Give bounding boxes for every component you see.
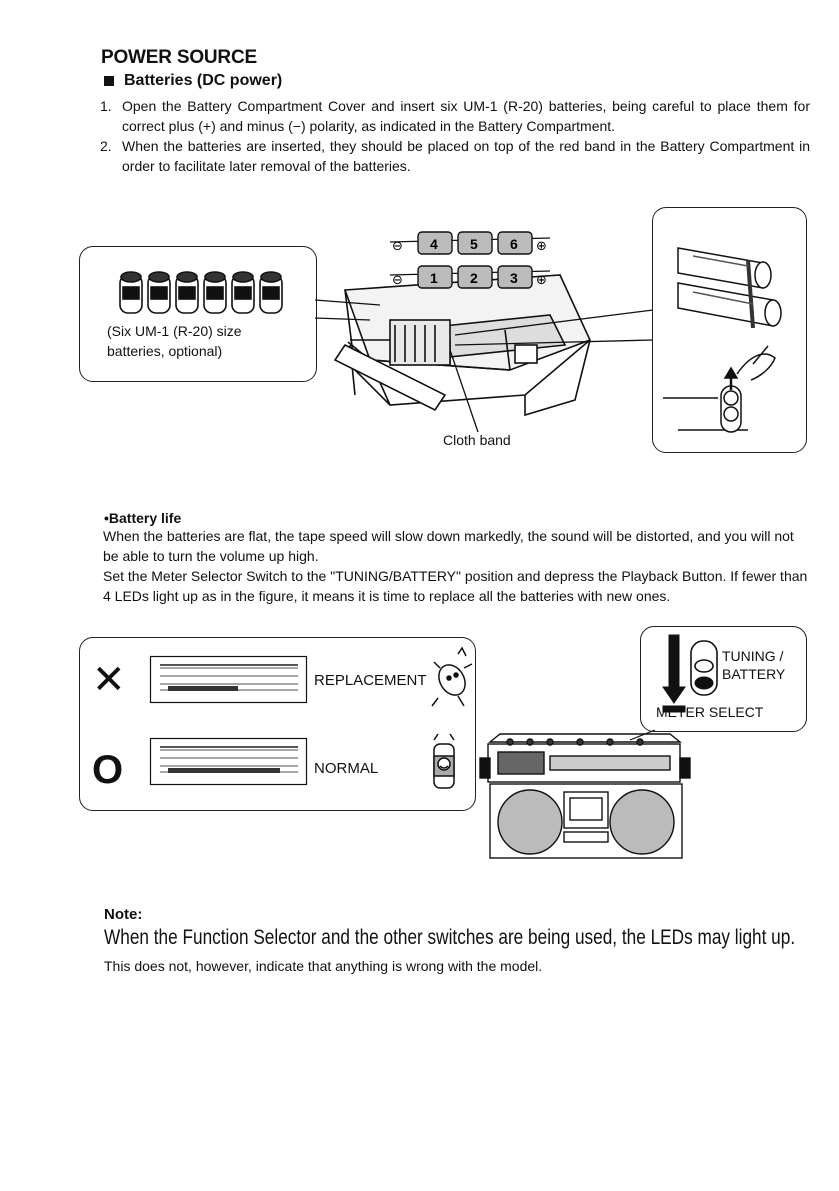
led-status-box: ✕ O REPLACEMENT NORMAL [79,637,476,811]
step-1: 1. Open the Battery Compartment Cover an… [100,96,810,136]
cloth-band-label: Cloth band [443,432,511,448]
subheading: Batteries (DC power) [104,72,282,90]
battery-row-top: ⊖ 4 5 6 ⊕ [392,231,547,255]
radio-cassette-illustration [479,729,691,859]
battery-life-title: •Battery life [104,510,182,526]
battery-callout: (Six UM-1 (R-20) size batteries, optiona… [79,246,317,382]
battery-icon [231,271,255,314]
connector-lines [314,299,654,433]
cloth-band-detail [652,207,807,453]
step-text: Open the Battery Compartment Cover and i… [122,98,810,134]
battery-number: 2 [470,270,478,286]
callout-line: batteries, optional) [107,343,223,359]
meter-select-label: METER SELECT [656,704,764,720]
six-batteries-illustration [119,271,283,314]
battery-number: 6 [510,236,518,252]
battery-row-bottom: ⊖ 1 2 3 ⊕ [392,265,547,289]
note-line-1: When the Function Selector and the other… [104,926,796,949]
battery-life-paragraph: When the batteries are flat, the tape sp… [103,528,794,564]
circle-icon: O [92,748,124,792]
battery-icon [259,271,283,314]
battery-life-text: When the batteries are flat, the tape sp… [103,526,809,606]
cross-icon: ✕ [92,658,126,702]
step-2: 2. When the batteries are inserted, they… [100,136,810,176]
normal-label: NORMAL [314,760,379,777]
instruction-steps: 1. Open the Battery Compartment Cover an… [100,96,810,176]
battery-number: 5 [470,236,478,252]
step-number: 2. [100,138,112,154]
step-number: 1. [100,98,112,114]
battery-label: BATTERY [722,666,786,682]
battery-icon [203,271,227,314]
happy-battery-icon [433,733,455,789]
callout-line: (Six UM-1 (R-20) size [107,323,242,339]
battery-number: 3 [510,270,518,286]
led-meter-replacement [149,655,308,704]
battery-number: 4 [430,236,438,252]
control-knobs [506,738,644,746]
switch-illustration [662,634,718,713]
battery-icon [119,271,143,314]
tuning-label: TUNING / [722,648,784,664]
battery-compartment-illustration: ⊖ 4 5 6 ⊕ ⊖ 1 2 3 ⊕ [333,231,592,417]
note-line-2: This does not, however, indicate that an… [104,958,543,974]
battery-icon [175,271,199,314]
step-text: When the batteries are inserted, they sh… [122,138,810,174]
meter-select-callout: TUNING / BATTERY METER SELECT [640,626,807,732]
battery-life-paragraph: Set the Meter Selector Switch to the "TU… [103,568,808,604]
minus-icon: ⊖ [392,273,403,288]
note-title: Note: [104,906,143,923]
battery-callout-text: (Six UM-1 (R-20) size batteries, optiona… [107,321,242,361]
plus-icon: ⊕ [536,239,547,254]
square-bullet-icon [104,76,114,86]
section-title: POWER SOURCE [101,47,257,68]
minus-icon: ⊖ [392,239,403,254]
plus-icon: ⊕ [536,273,547,288]
cloth-band-illustration [663,247,782,433]
led-meter-normal [149,737,308,786]
battery-number: 1 [430,270,438,286]
subheading-text: Batteries (DC power) [124,72,283,89]
replacement-label: REPLACEMENT [314,672,427,689]
sad-battery-icon [431,646,473,707]
battery-icon [147,271,171,314]
